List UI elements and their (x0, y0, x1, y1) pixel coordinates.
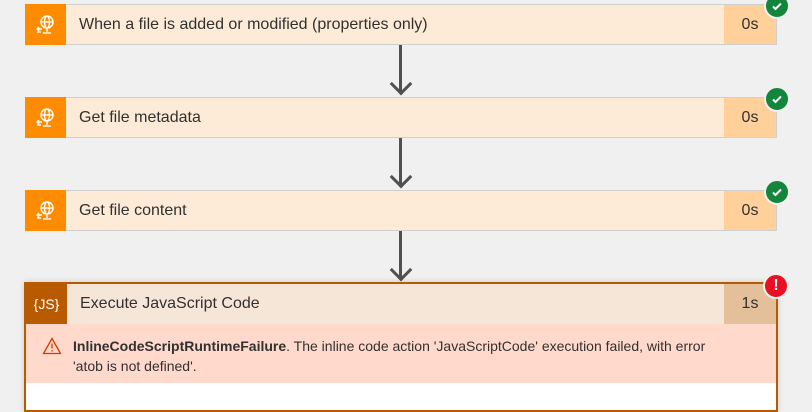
error-message: InlineCodeScriptRuntimeFailure. The inli… (73, 336, 713, 383)
success-check-icon (764, 86, 790, 112)
error-banner: InlineCodeScriptRuntimeFailure. The inli… (26, 324, 776, 383)
error-exclamation-icon: ! (763, 273, 789, 299)
step-duration: 0s (724, 98, 776, 137)
globe-connector-icon (25, 190, 66, 231)
success-check-icon (764, 0, 790, 19)
globe-connector-icon (25, 4, 66, 45)
arrow-down-icon (389, 258, 413, 282)
step-title: Get file content (79, 201, 187, 219)
step-duration: 1s (724, 284, 776, 324)
flow-connector (399, 138, 402, 185)
step-header[interactable]: {JS} Execute JavaScript Code 1s (26, 284, 776, 324)
error-code: InlineCodeScriptRuntimeFailure (73, 338, 287, 354)
js-icon: {JS} (26, 284, 67, 324)
arrow-down-icon (389, 165, 413, 189)
warning-icon (42, 337, 62, 383)
globe-connector-icon (25, 97, 66, 138)
flow-connector (399, 45, 402, 92)
step-card-get-file-content[interactable]: Get file content 0s (25, 190, 777, 231)
step-card-get-file-metadata[interactable]: Get file metadata 0s (25, 97, 777, 138)
step-title: When a file is added or modified (proper… (79, 15, 428, 33)
success-check-icon (764, 179, 790, 205)
step-title: Execute JavaScript Code (80, 295, 260, 312)
flow-connector (399, 231, 402, 278)
arrow-down-icon (389, 72, 413, 96)
error-text: . The inline code action 'JavaScriptCode… (73, 338, 706, 374)
step-title: Get file metadata (79, 108, 201, 126)
step-card-execute-javascript[interactable]: {JS} Execute JavaScript Code 1s InlineCo… (24, 282, 778, 412)
step-card-trigger[interactable]: When a file is added or modified (proper… (25, 4, 777, 45)
